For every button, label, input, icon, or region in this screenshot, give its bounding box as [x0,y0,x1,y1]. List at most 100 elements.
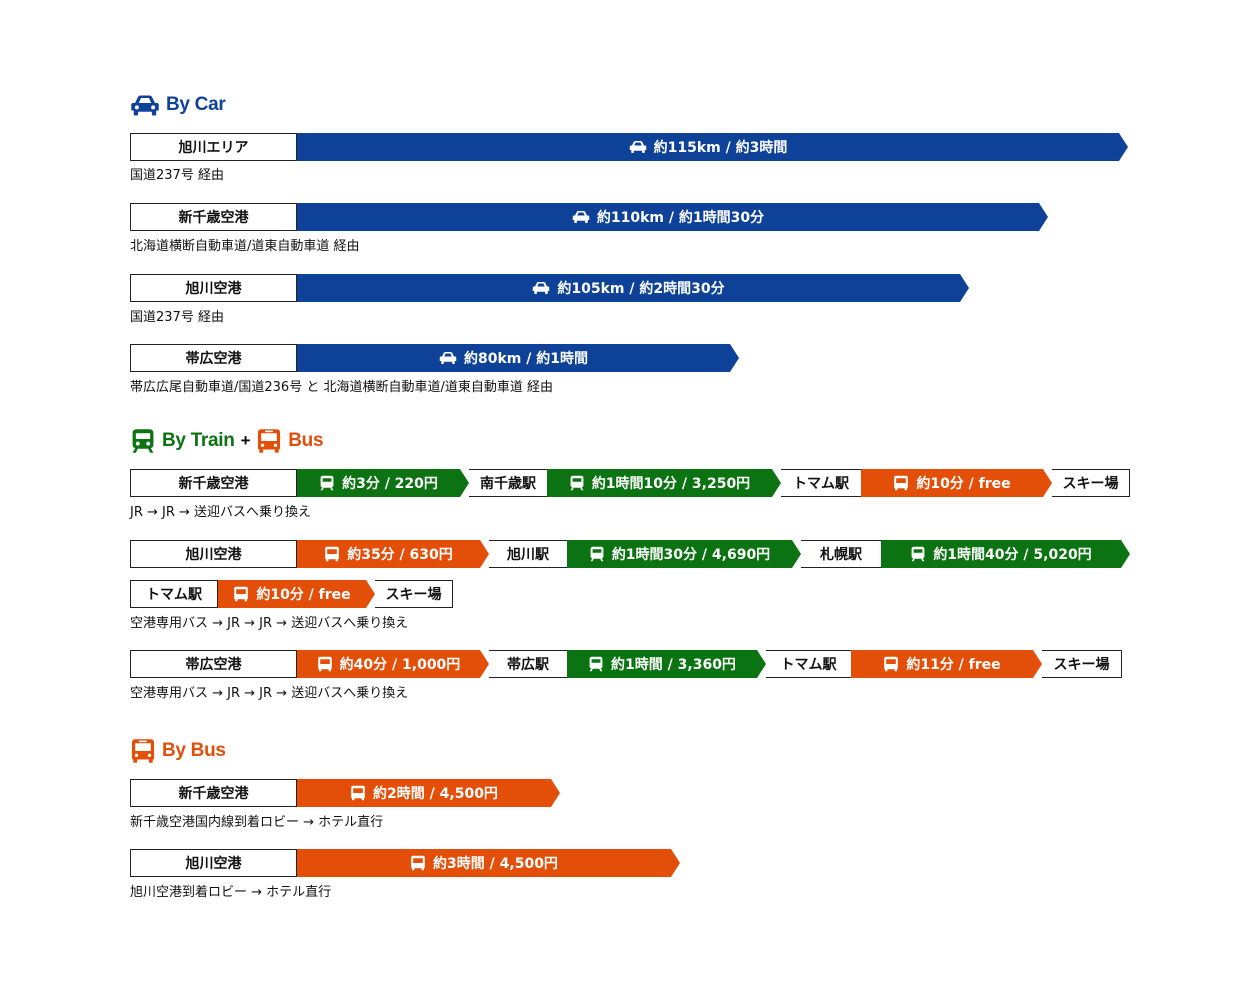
route-info-text: 約3時間 / 4,500円 [433,856,558,872]
route-note: 新千歳空港国内線到着ロビー → ホテル直行 [130,815,384,830]
route-origin: トマム駅 [130,580,218,608]
train-icon [130,428,156,454]
route-origin: 新千歳空港 [130,203,297,231]
route-arrow [1033,650,1042,678]
step-text: 約11分 / free [906,657,1001,673]
route-arrow [960,274,969,302]
route-step-train: 約1時間30分 / 4,690円 [567,540,792,568]
route-arrow [480,540,489,568]
route-step-bus: 約11分 / free [851,650,1033,678]
train-icon [588,656,604,672]
route-step-train: 約1時間 / 3,360円 [567,650,757,678]
bus-icon [350,785,366,801]
route-note: 旭川空港到着ロビー → ホテル直行 [130,885,332,900]
bus-section-label: Bus [288,430,324,451]
bus-icon [410,855,426,871]
route-origin: 帯広空港 [130,344,297,372]
route-destination: スキー場 [1052,469,1130,497]
car-icon [532,281,550,295]
route-step-bus: 約10分 / free [861,469,1043,497]
route-origin: 新千歳空港 [130,469,297,497]
route-arrow [1043,469,1052,497]
route-arrow [772,469,781,497]
route-origin: 旭川空港 [130,540,297,568]
route-destination: スキー場 [1042,650,1122,678]
route-info: 約105km / 約2時間30分 [297,274,960,302]
route-note: 国道237号 経由 [130,168,224,183]
route-origin: 旭川エリア [130,133,297,161]
car-section-label: By Car [166,94,226,115]
route-arrow [730,344,739,372]
route-step-bus: 約35分 / 630円 [297,540,480,568]
route-info: 約80km / 約1時間 [297,344,730,372]
step-text: 約10分 / free [256,587,351,603]
step-text: 約40分 / 1,000円 [339,657,461,673]
route-station: トマム駅 [781,469,861,497]
route-step-bus: 約10分 / free [218,580,366,608]
route-arrow [460,469,469,497]
step-text: 約35分 / 630円 [347,547,453,563]
route-step-train: 約1時間40分 / 5,020円 [881,540,1121,568]
route-origin: 帯広空港 [130,650,297,678]
route-step-train: 約3分 / 220円 [297,469,460,497]
route-station: 旭川駅 [489,540,567,568]
bus-icon [324,546,340,562]
route-station: 札幌駅 [801,540,881,568]
train-bus-section-title: By Train + Bus [130,426,324,456]
route-arrow [480,650,489,678]
route-note: 空港専用バス → JR → JR → 送迎バスへ乗り換え [130,686,409,701]
route-info: 約115km / 約3時間 [297,133,1119,161]
train-icon [569,475,585,491]
route-step-train: 約1時間10分 / 3,250円 [547,469,772,497]
step-text: 約10分 / free [916,476,1011,492]
car-icon [439,351,457,365]
route-info-text: 約110km / 約1時間30分 [596,210,765,226]
route-arrow [1039,203,1048,231]
car-icon [572,210,590,224]
bus-icon [317,656,333,672]
bus-section-title: By Bus [130,736,226,766]
route-origin: 旭川空港 [130,849,297,877]
plus-sign: + [240,431,251,450]
route-arrow [1119,133,1128,161]
bus-icon [893,475,909,491]
route-info: 約3時間 / 4,500円 [297,849,671,877]
route-destination: スキー場 [375,580,453,608]
route-arrow [551,779,560,807]
route-station: 帯広駅 [489,650,567,678]
step-text: 約1時間30分 / 4,690円 [611,547,771,563]
route-info: 約110km / 約1時間30分 [297,203,1039,231]
car-icon [130,94,160,117]
route-arrow [792,540,801,568]
train-icon [319,475,335,491]
route-note: 国道237号 経由 [130,310,224,325]
car-section-title: By Car [130,90,226,120]
route-origin: 旭川空港 [130,274,297,302]
route-info: 約2時間 / 4,500円 [297,779,551,807]
bus-icon [883,656,899,672]
train-section-label: By Train [162,430,235,451]
bus-icon [130,738,156,764]
route-origin: 新千歳空港 [130,779,297,807]
route-info-text: 約105km / 約2時間30分 [557,281,725,297]
route-info-text: 約80km / 約1時間 [464,351,588,367]
step-text: 約1時間 / 3,360円 [611,657,736,673]
step-text: 約1時間10分 / 3,250円 [591,476,751,492]
route-info-text: 約115km / 約3時間 [653,140,788,156]
car-icon [629,140,647,154]
route-station: トマム駅 [766,650,851,678]
route-station: 南千歳駅 [469,469,547,497]
bus-icon [233,586,249,602]
route-note: 北海道横断自動車道/道東自動車道 経由 [130,239,360,254]
train-icon [589,546,605,562]
route-arrow [757,650,766,678]
route-arrow [366,580,375,608]
route-arrow [671,849,680,877]
step-text: 約1時間40分 / 5,020円 [933,547,1092,563]
route-arrow [1121,540,1130,568]
bus-icon [256,428,282,454]
route-note: 空港専用バス → JR → JR → 送迎バスへ乗り換え [130,616,409,631]
route-info-text: 約2時間 / 4,500円 [373,786,498,802]
route-step-bus: 約40分 / 1,000円 [297,650,480,678]
bus-only-section-label: By Bus [162,740,226,761]
